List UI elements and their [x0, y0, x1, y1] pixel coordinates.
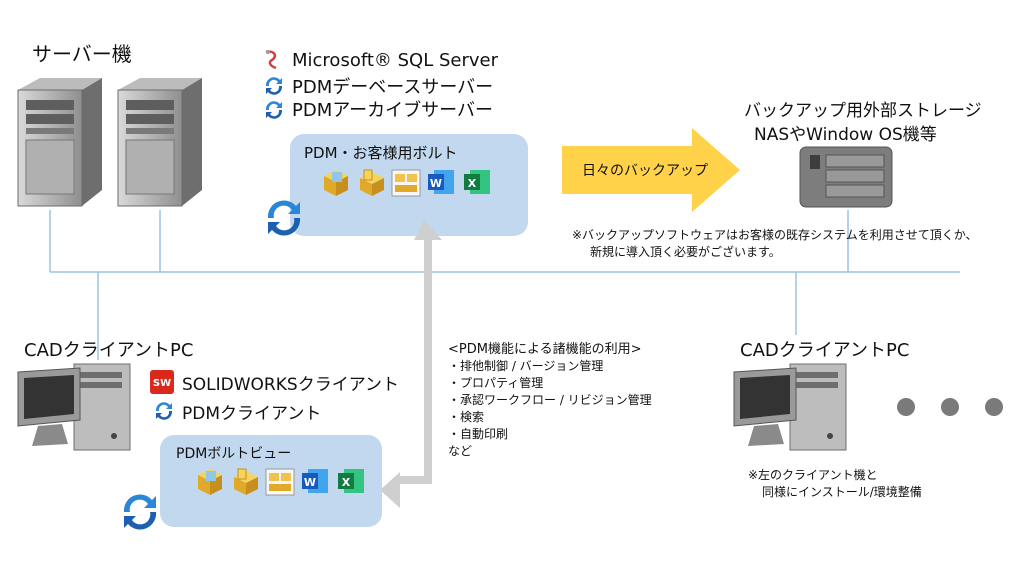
vault-file-icons: W X: [324, 169, 490, 197]
server-vault-title: PDM・お客様用ボルト: [304, 144, 458, 162]
excel-file-icon: X: [464, 170, 490, 194]
part-file-icon: [324, 170, 348, 196]
solidworks-icon: SW: [150, 370, 174, 394]
svg-text:W: W: [304, 476, 316, 489]
svg-text:X: X: [342, 476, 351, 489]
ellipsis-dot: [941, 398, 959, 416]
backup-storage-title: バックアップ用外部ストレージ: [744, 101, 982, 121]
backup-arrow: [562, 128, 740, 212]
vault-sync-icon: [267, 200, 301, 236]
pdm-sync-icon: [265, 101, 283, 119]
ellipsis-dot: [897, 398, 915, 416]
client-left-title: CADクライアントPC: [24, 340, 194, 361]
pdm-sync-icon: [155, 402, 173, 420]
functions-title: <PDM機能による諸機能の利用>: [448, 342, 642, 357]
pdm-flow-arrow: [380, 220, 442, 508]
vault-view-sync-icon: [123, 494, 157, 530]
functions-item: ・排他制御 / バージョン管理: [448, 359, 604, 373]
excel-file-icon: X: [338, 469, 364, 493]
assembly-file-icon: [360, 169, 384, 196]
svg-text:SW: SW: [153, 378, 171, 389]
client-right-note-line-1: ※左のクライアント機と: [748, 468, 878, 482]
desktop-pc-icon: [733, 363, 847, 451]
server-tower-icon: [17, 78, 202, 207]
functions-item: ・プロパティ管理: [448, 376, 544, 390]
server-software-1: Microsoft® SQL Server: [292, 50, 499, 71]
functions-item: ・検索: [448, 410, 485, 424]
server-software-2: PDMデーベースサーバー: [292, 77, 494, 98]
client-right-title: CADクライアントPC: [740, 340, 910, 361]
assembly-file-icon: [234, 468, 258, 495]
part-file-icon: [198, 469, 222, 495]
client-vault-view-title: PDMボルトビュー: [176, 446, 292, 462]
client-left-software-2: PDMクライアント: [182, 404, 322, 424]
backup-note-line-2: 新規に導入頂く必要がございます。: [590, 245, 781, 259]
functions-item: ・承認ワークフロー / リビジョン管理: [448, 393, 652, 407]
svg-text:X: X: [468, 177, 477, 190]
backup-storage-subtitle: NASやWindow OS機等: [754, 125, 937, 145]
pdm-sync-icon: [265, 77, 283, 95]
vault-view-file-icons: W X: [198, 468, 364, 496]
word-file-icon: W: [428, 170, 454, 194]
svg-text:W: W: [430, 177, 442, 190]
ellipsis-dot: [985, 398, 1003, 416]
drawing-file-icon: [391, 169, 421, 197]
client-left-software-1: SOLIDWORKSクライアント: [182, 375, 400, 395]
server-software-3: PDMアーカイブサーバー: [292, 100, 493, 121]
backup-note-line-1: ※バックアップソフトウェアはお客様の既存システムを利用させて頂くか、: [572, 228, 978, 242]
nas-storage-icon: [799, 146, 893, 208]
backup-arrow-label: 日々のバックアップ: [582, 163, 708, 179]
client-right-note-line-2: 同様にインストール/環境整備: [762, 485, 922, 499]
sql-server-icon: [265, 50, 277, 70]
desktop-pc-icon: [17, 363, 131, 451]
word-file-icon: W: [302, 469, 328, 493]
drawing-file-icon: [265, 468, 295, 496]
functions-item: など: [448, 444, 473, 458]
functions-item: ・自動印刷: [448, 427, 509, 441]
server-title: サーバー機: [32, 42, 132, 66]
